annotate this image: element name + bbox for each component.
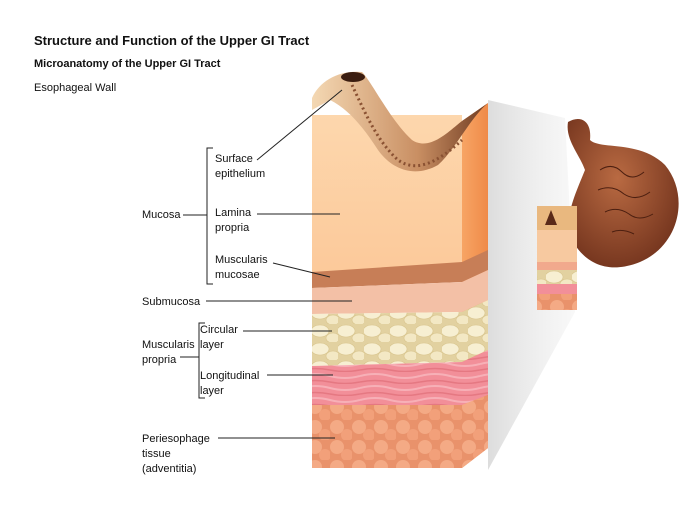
label-submucosa: Submucosa [142, 296, 201, 308]
label-mucosa: Mucosa [142, 209, 181, 221]
longitudinal-layer [312, 350, 488, 405]
page-title: Structure and Function of the Upper GI T… [34, 33, 310, 48]
magnification-beam [488, 100, 575, 470]
submucosa-layer [312, 270, 488, 314]
leader-lines [206, 89, 352, 439]
section-heading: Esophageal Wall [34, 82, 117, 94]
adventitia-layer [312, 395, 488, 468]
muscularis-mucosae-layer [312, 250, 488, 288]
label-brackets [180, 147, 213, 399]
page-subtitle: Microanatomy of the Upper GI Tract [34, 58, 221, 70]
gland-opening [341, 72, 365, 82]
epithelium-cells [350, 84, 464, 168]
mucosal-surface [312, 71, 488, 172]
stomach-illustration [537, 119, 679, 310]
circular-layer [312, 300, 488, 366]
